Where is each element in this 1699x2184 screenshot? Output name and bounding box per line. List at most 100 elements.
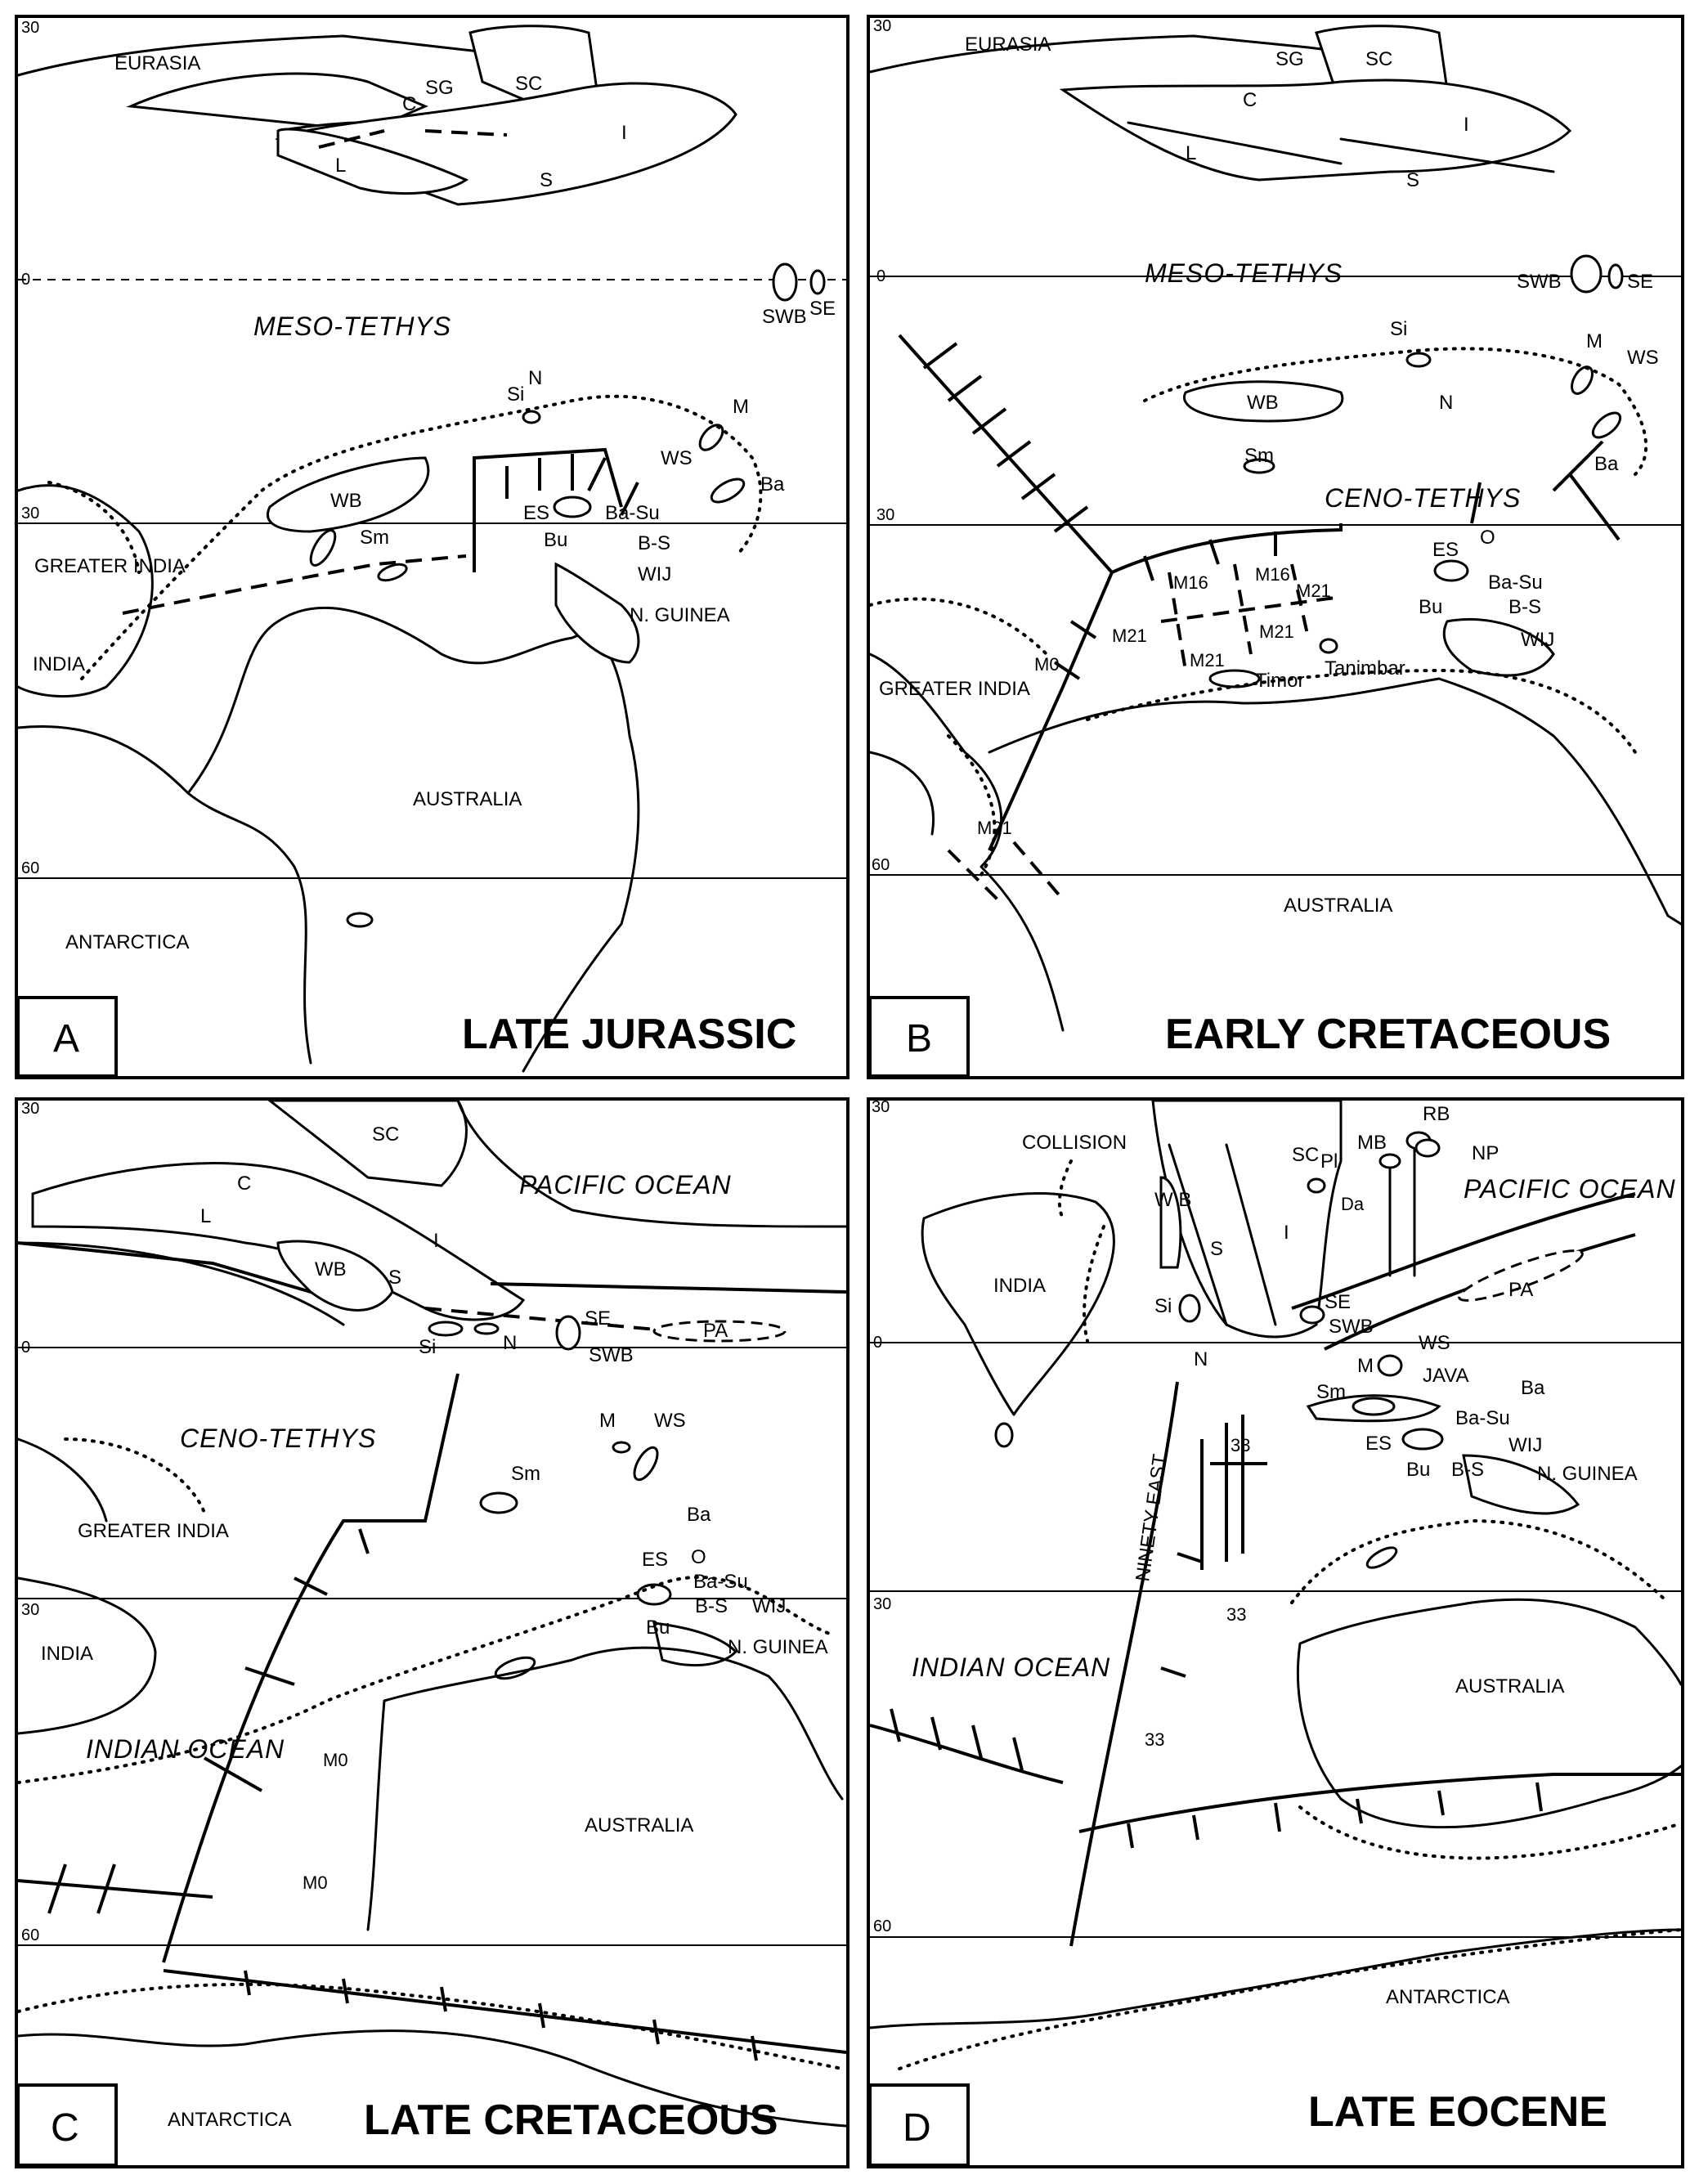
panel-a-label-es: ES xyxy=(523,502,549,524)
panel-c-label-pa: PA xyxy=(703,1320,728,1342)
panel-c-label-wij: WIJ xyxy=(752,1595,786,1617)
panel-d-label-b-s: B-S xyxy=(1451,1459,1484,1481)
panel-c-india-coast xyxy=(16,1576,157,1735)
panel-d-block-si xyxy=(1178,1294,1201,1323)
panel-b-tick-30n: 30 xyxy=(873,17,891,35)
panel-c-block-ws xyxy=(633,1446,659,1482)
panel-a: 30 0 30 60 xyxy=(15,15,850,1079)
panel-a-label-sm: Sm xyxy=(360,527,389,549)
panel-a-dashed-trend xyxy=(122,554,467,615)
panel-a-tick-30s: 30 xyxy=(21,505,39,522)
panel-a-label-m: M xyxy=(733,396,749,418)
panel-b-label-se: SE xyxy=(1627,271,1653,293)
panel-d-ridge-ticks xyxy=(890,1708,1543,1849)
panel-d-label-ba-su: Ba-Su xyxy=(1455,1407,1510,1429)
panel-b-label-sc: SC xyxy=(1365,48,1392,70)
panel-d-label-ninety-east: NINETY EAST xyxy=(1132,1452,1172,1582)
panel-c-letter-box xyxy=(16,2083,118,2167)
panel-b-block-sm xyxy=(1243,458,1275,474)
panel-c-tick-30s: 30 xyxy=(21,1601,39,1619)
panel-c-label-si: Si xyxy=(419,1336,436,1358)
panel-c-anomaly-m0a: M0 xyxy=(323,1750,348,1770)
panel-d-tick-60s: 60 xyxy=(873,1917,891,1935)
panel-a-shelf-india xyxy=(47,481,141,574)
panel-d-label-wij: WIJ xyxy=(1508,1434,1542,1456)
panel-a-greater-india-coast xyxy=(16,484,154,697)
panel-b-ridge-ticks2 xyxy=(1143,440,1621,581)
panel-a-label-australia: AUSTRALIA xyxy=(413,788,522,810)
panel-d-ninety-east-ridge xyxy=(1069,1381,1179,1947)
panel-a-label-sg: SG xyxy=(425,77,454,99)
panel-c-ridge xyxy=(162,1373,459,1963)
panel-a-tick-30n: 30 xyxy=(21,19,39,37)
panel-d-block-sm xyxy=(1352,1397,1396,1416)
panel-b-ocean-ceno-tethys: CENO-TETHYS xyxy=(1325,483,1521,513)
panel-b-label-n: N xyxy=(1439,392,1453,414)
panel-c-ocean-indian: INDIAN OCEAN xyxy=(86,1734,285,1764)
panel-b-tick-0: 0 xyxy=(876,267,885,285)
panel-b-label-o: O xyxy=(1480,527,1495,549)
panel-b-block-ba xyxy=(1591,411,1622,439)
panel-d-letter-box xyxy=(868,2083,970,2167)
panel-d-sri-lanka xyxy=(994,1422,1014,1448)
panel-a-block-sm2 xyxy=(377,563,408,582)
panel-d-block-es xyxy=(1401,1428,1444,1451)
panel-b-label-si: Si xyxy=(1390,318,1407,340)
panel-c-label-es: ES xyxy=(642,1549,668,1571)
panel-c-label-sc: SC xyxy=(372,1123,399,1146)
panel-a-ridge xyxy=(473,447,623,572)
panel-d-label-da: Da xyxy=(1341,1194,1365,1214)
panel-b-label-s: S xyxy=(1406,169,1419,191)
panel-c-label-c: C xyxy=(237,1173,251,1195)
panel-a-label-l: L xyxy=(335,155,346,177)
panel-d-title: LATE EOCENE xyxy=(1308,2088,1607,2136)
panel-d-label-es: ES xyxy=(1365,1433,1392,1455)
panel-d-label-sc: SC xyxy=(1292,1144,1319,1166)
panel-b-label-l: L xyxy=(1186,142,1196,164)
panel-d-label-sm: Sm xyxy=(1316,1381,1346,1403)
panel-b-letter-box xyxy=(868,996,970,1078)
panel-b-block-c-i-s xyxy=(1059,78,1572,182)
panel-c-antarctica-coast xyxy=(16,2029,848,2128)
panel-a-suture-c xyxy=(318,129,508,149)
panel-b-label-es: ES xyxy=(1432,539,1459,561)
panel-c-label-sm: Sm xyxy=(511,1463,540,1485)
panel-d-block-se xyxy=(1299,1305,1325,1325)
panel-d-shelf xyxy=(898,1225,1683,2070)
panel-d-label-np: NP xyxy=(1472,1142,1499,1164)
panel-a-label-india: INDIA xyxy=(33,653,85,675)
panel-b-label-bu: Bu xyxy=(1419,596,1442,618)
panel-a-block-sm xyxy=(309,529,337,567)
panel-d-new-guinea xyxy=(1462,1454,1580,1515)
panel-d-label-pa: PA xyxy=(1508,1279,1533,1301)
panel-b-label-ws: WS xyxy=(1627,347,1659,369)
panel-d-label-india: INDIA xyxy=(993,1275,1046,1297)
panel-c-label-s: S xyxy=(388,1267,401,1289)
panel-b-label-sg: SG xyxy=(1275,48,1304,70)
panel-d-india-coast xyxy=(921,1192,1115,1416)
panel-b-shelf-south xyxy=(868,597,1637,877)
panel-d-label-mb: MB xyxy=(1357,1132,1387,1154)
panel-a-label-s: S xyxy=(540,169,553,191)
panel-c-label-o: O xyxy=(691,1546,706,1568)
panel-a-tick-60s: 60 xyxy=(21,859,39,877)
panel-c-label-bu: Bu xyxy=(646,1617,670,1639)
panel-b-block-wb xyxy=(1183,380,1344,423)
panel-d-label-s: S xyxy=(1210,1238,1223,1260)
panel-b-title: EARLY CRETACEOUS xyxy=(1165,1011,1611,1058)
panel-c-label-greater-india: GREATER INDIA xyxy=(78,1520,229,1542)
panel-c-label-wb: WB xyxy=(315,1258,347,1280)
panel-b-block-se xyxy=(1607,263,1624,289)
panel-a-ridge-ticks xyxy=(505,454,639,516)
panel-c-label-antarctica: ANTARCTICA xyxy=(168,2109,292,2131)
panel-a-label-ba: Ba xyxy=(760,473,785,496)
panel-d-label-wb: W B xyxy=(1154,1189,1191,1211)
panel-d-label-n-guinea: N. GUINEA xyxy=(1537,1463,1638,1485)
panel-d-block-mb xyxy=(1378,1153,1401,1169)
panel-d-anomaly-33a: 33 xyxy=(1231,1435,1250,1455)
panel-d-tick-30s: 30 xyxy=(873,1595,891,1613)
panel-d-lineations xyxy=(1388,1143,1416,1277)
panel-b-label-c: C xyxy=(1243,89,1257,111)
panel-c-label-india: INDIA xyxy=(41,1643,93,1665)
panel-c-label-l: L xyxy=(200,1205,211,1227)
